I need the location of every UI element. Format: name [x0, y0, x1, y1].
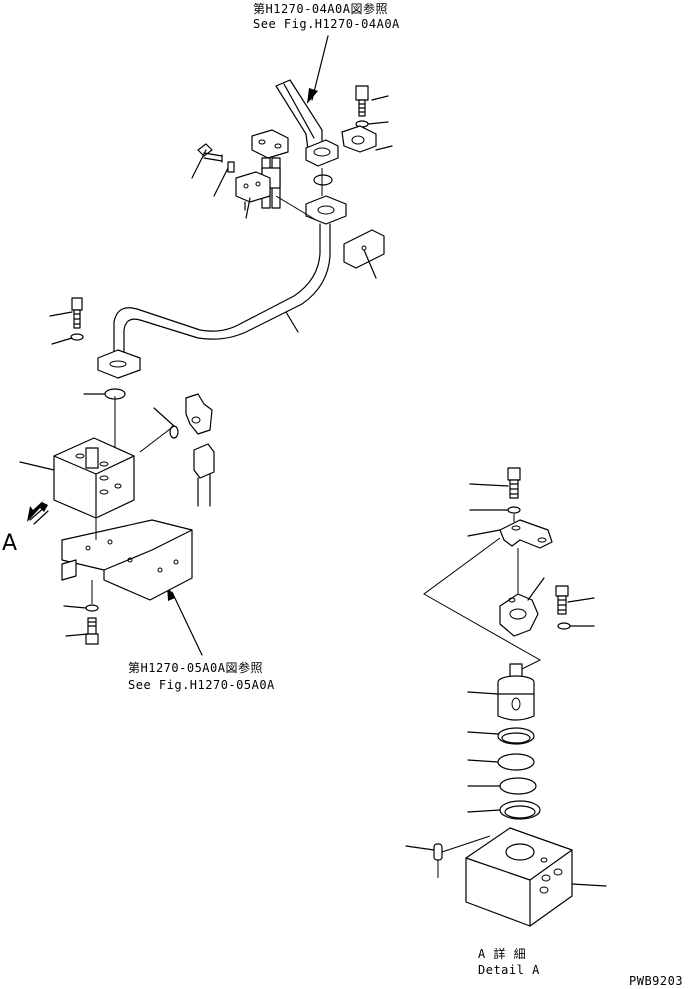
detail-flange-plate — [499, 593, 539, 637]
lock-washer-icon — [227, 161, 235, 173]
split-flange-icon — [341, 125, 377, 153]
mid-reference-arrow — [167, 585, 203, 656]
bolt-icon — [71, 297, 83, 329]
detail-guide-lines — [423, 514, 542, 673]
detail-o-ring-icon — [504, 805, 536, 819]
pipe-flange — [305, 195, 347, 225]
elbow-fitting — [185, 393, 213, 435]
pipe-lower-flange — [97, 349, 141, 379]
rubber-pad — [343, 229, 385, 269]
mid-reference-en: See Fig.H1270-05A0A — [128, 678, 275, 692]
detail-o-ring-icon — [497, 753, 535, 771]
bolt-icon — [355, 85, 369, 117]
o-ring-upper — [313, 174, 333, 186]
mounting-bracket — [61, 519, 193, 601]
detail-valve-body — [465, 827, 573, 927]
detail-pin-icon — [433, 843, 443, 878]
detail-clamp-icon — [499, 519, 553, 549]
detail-bolt-icon — [555, 585, 569, 615]
washer-icon — [355, 120, 369, 128]
detail-o-ring-icon — [499, 777, 537, 795]
washer-icon — [70, 333, 84, 341]
view-a-arrow — [27, 498, 49, 525]
hose-fitting — [193, 443, 215, 507]
clamp-plate — [235, 171, 271, 211]
washer-icon — [85, 604, 99, 612]
top-reference-en: See Fig.H1270-04A0A — [253, 17, 400, 31]
view-marker-label: A — [2, 531, 17, 556]
top-reference-jp: 第H1270-04A0A図参照 — [253, 1, 388, 16]
leader-lines-detail — [405, 483, 607, 887]
leader-lines-upper — [19, 95, 393, 637]
detail-o-ring-icon — [497, 727, 535, 745]
detail-label-en: Detail A — [478, 963, 540, 977]
mid-reference-jp: 第H1270-05A0A図参照 — [128, 660, 263, 675]
detail-guide-line — [441, 835, 491, 853]
assembly-guide-line — [275, 195, 317, 221]
drawing-code: PWB9203 — [629, 974, 683, 988]
bolt-icon — [197, 143, 223, 163]
detail-washer-icon — [557, 622, 571, 630]
detail-washer-icon — [507, 506, 521, 514]
detail-label-jp: A 詳 細 — [478, 946, 526, 961]
manifold-block — [53, 437, 135, 519]
bent-pipe — [113, 223, 331, 353]
detail-spool-valve — [497, 663, 535, 721]
bolt-icon — [85, 617, 99, 645]
assembly-guide-line — [139, 425, 175, 453]
detail-o-ring-icon — [501, 732, 531, 744]
top-reference-arrow — [307, 35, 329, 104]
upper-flange-head — [305, 139, 339, 167]
detail-bolt-icon — [507, 467, 521, 499]
